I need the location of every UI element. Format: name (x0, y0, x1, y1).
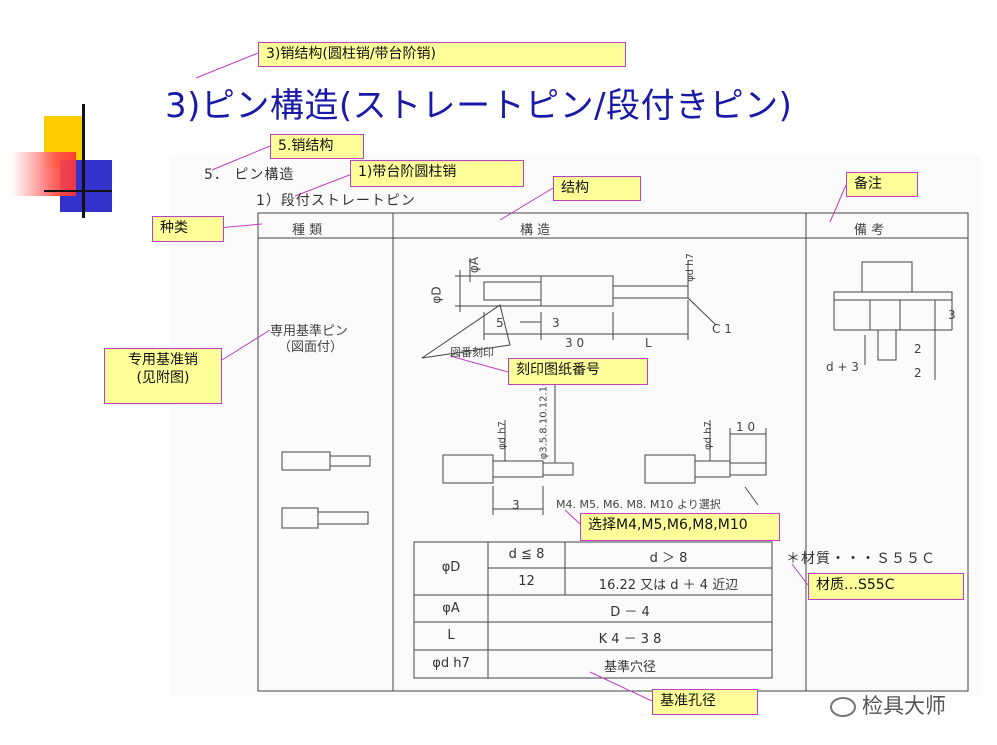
row-label-special-pin: 専用基準ピン (270, 324, 349, 339)
remark-dim-2a: 2 (914, 342, 922, 356)
engrave-label: 図番刻印 (450, 346, 494, 359)
callout-special-pin-line2: (见附图) (136, 370, 190, 386)
dim-3: 3 (552, 316, 560, 330)
dim-30: 3 0 (565, 336, 585, 350)
dim-phi-dh7-lower-right: φd h7 (702, 421, 714, 450)
col-header-structure: 構 造 (520, 223, 551, 238)
col-header-remark: 備 考 (854, 223, 885, 238)
table-value-16-22: 16.22 又は d ＋ 4 近辺 (598, 578, 739, 593)
deco-red-square (12, 152, 76, 196)
remark-dim-3: 3 (948, 308, 956, 322)
table-phi-a-label: φA (442, 601, 460, 616)
col-header-type: 種 類 (292, 223, 323, 238)
slide-title: 3)ピン構造(ストレートピン/段付きピン) (165, 86, 793, 126)
dim-series-values: φ3.5.8.10.12.16 (538, 379, 550, 460)
callout-engrave: 刻印图纸番号 (508, 358, 648, 385)
deco-horizontal-line (44, 190, 112, 192)
table-l-value: K 4 － 3 8 (598, 632, 662, 647)
callout-structure: 结构 (553, 176, 641, 201)
deco-vertical-line (82, 104, 85, 218)
table-phi-d-label: φD (441, 560, 461, 575)
remark-d3: d + 3 (826, 360, 859, 374)
dim-phi-dh7-lower-left: φd h7 (496, 421, 508, 450)
table-d-gt-8: d ＞ 8 (649, 551, 688, 566)
watermark-text: 检具大师 (862, 694, 946, 718)
callout-material: 材质…S55C (808, 573, 964, 600)
callout-stepped-pin: 1)带台阶圆柱销 (350, 160, 524, 187)
table-d-le-8: d ≦ 8 (508, 547, 545, 562)
dim-phi-dh7: φd h7 (684, 253, 696, 282)
dim-phi-a: φA (467, 256, 482, 274)
table-phi-a-value: D － 4 (610, 605, 650, 620)
callout-thread-select: 选择M4,M5,M6,M8,M10 (580, 513, 780, 541)
watermark: 检具大师 (830, 690, 946, 720)
table-l-label: L (447, 628, 455, 643)
dim-c1: C 1 (712, 322, 732, 336)
table-phi-dh7-value: 基準穴径 (603, 660, 656, 675)
callout-hole-diameter: 基准孔径 (652, 689, 758, 715)
remark-dim-2b: 2 (914, 366, 922, 380)
dim-phi-d: φD (429, 286, 444, 304)
wechat-icon (830, 697, 856, 717)
table-value-12: 12 (518, 574, 535, 589)
callout-special-pin-line1: 专用基准销 (128, 352, 198, 368)
callout-pin-structure: 5.销结构 (270, 134, 364, 159)
callout-special-pin: 专用基准销 (见附图) (104, 348, 222, 404)
scanned-drawing (170, 156, 980, 696)
callout-type: 种类 (152, 216, 224, 242)
thread-select-note: M4. M5. M6. M8. M10 より選択 (556, 498, 721, 511)
dim-3-lower: 3 (512, 498, 520, 512)
scan-sub-heading: 1）段付ストレートピン (256, 193, 416, 209)
dim-5: 5 (496, 316, 504, 330)
material-note: ＊材質・・・Ｓ５５Ｃ (786, 551, 936, 567)
dim-l: L (645, 336, 652, 350)
callout-section: 3)销结构(圆柱销/带台阶销) (258, 42, 626, 67)
table-phi-dh7-label: φd h7 (432, 656, 470, 671)
dim-10: 1 0 (736, 420, 756, 434)
callout-remark: 备注 (846, 172, 918, 197)
row-label-with-drawing: （図面付） (278, 340, 344, 355)
scan-section-heading: 5． ピン構造 (204, 167, 295, 183)
